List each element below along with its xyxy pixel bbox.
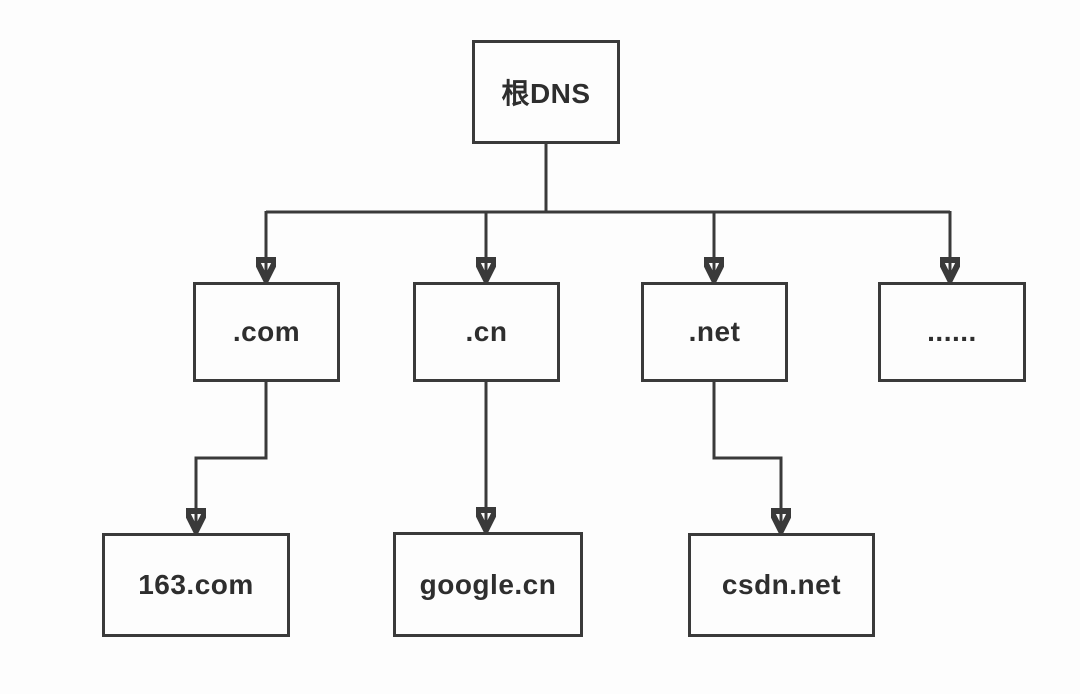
node-csdnnet-label: csdn.net: [721, 569, 842, 600]
node-cn: .cn: [413, 282, 560, 382]
edge-net-to-csdnnet: [712, 382, 781, 531]
node-cn-label: .cn: [465, 316, 508, 347]
node-163com: 163.com: [102, 533, 290, 637]
node-csdnnet: csdn.net: [688, 533, 875, 637]
node-root-dns: 根DNS: [472, 40, 620, 144]
node-net-label: .net: [688, 316, 741, 347]
node-net: .net: [641, 282, 788, 382]
node-others-label: ......: [927, 316, 977, 347]
edge-com-to-163com: [196, 382, 268, 531]
node-root-dns-label: 根DNS: [501, 78, 591, 109]
node-googlecn: google.cn: [393, 532, 583, 637]
node-com: .com: [193, 282, 340, 382]
node-163com-label: 163.com: [138, 569, 254, 600]
node-others: ......: [878, 282, 1026, 382]
node-googlecn-label: google.cn: [419, 568, 557, 600]
node-com-label: .com: [232, 316, 301, 347]
